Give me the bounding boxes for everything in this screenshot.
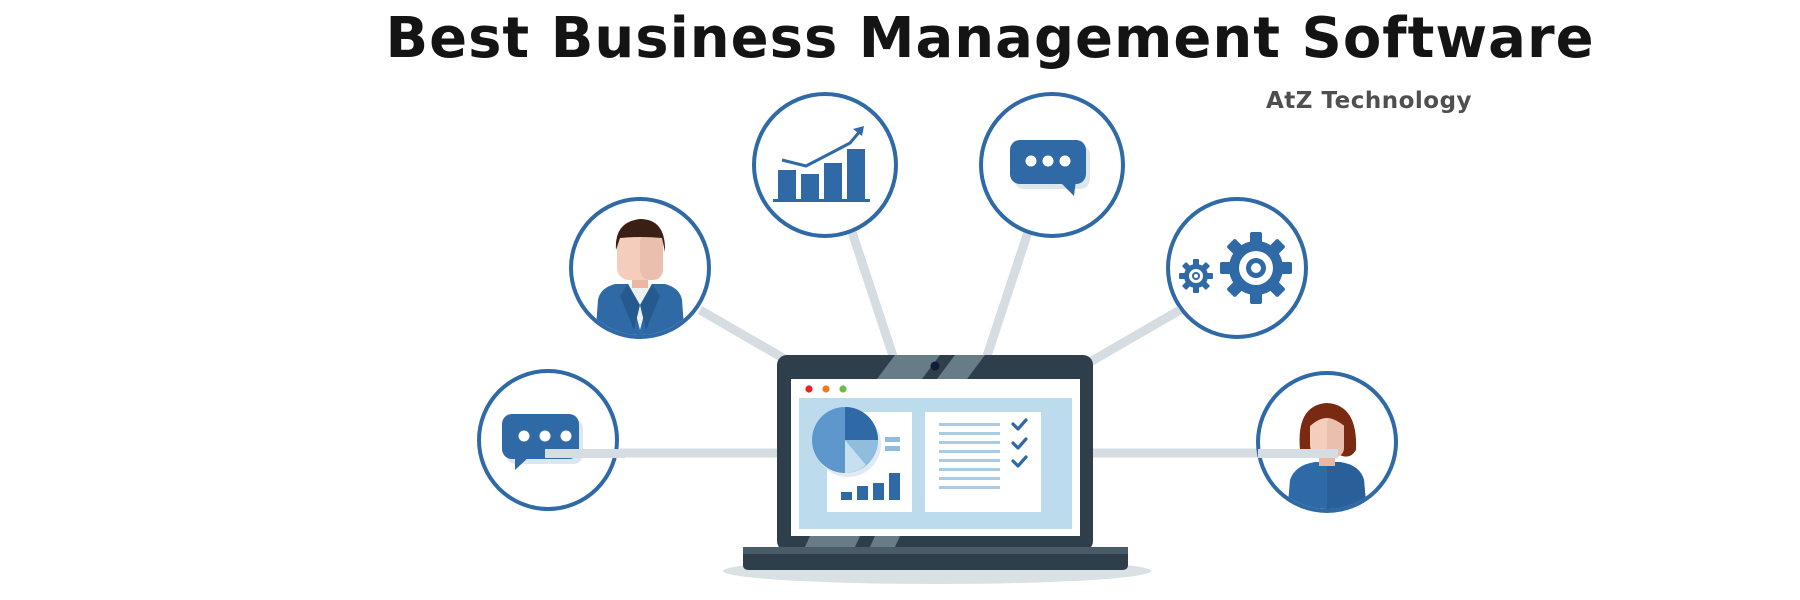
window-dot-red [805,385,813,393]
gears-icon [1179,232,1292,304]
checkmark-icons [1011,418,1028,468]
chat-bubble-icon [502,414,583,470]
node-chat-right[interactable] [979,92,1125,238]
female-user-icon [1287,403,1367,509]
connector-analytics [847,230,898,358]
text-lines [939,423,1000,489]
legend-bar [885,437,900,442]
node-settings[interactable] [1166,197,1308,339]
connector-user-male [697,306,793,366]
window-dot-green [839,385,847,393]
chat-bubble-icon [1010,140,1090,196]
legend-bar [885,446,900,451]
node-user-male[interactable] [569,197,711,340]
pie-chart-icon [812,407,878,473]
node-analytics[interactable] [752,92,898,238]
node-user-female[interactable] [1256,371,1398,515]
growth-chart-icon [773,126,870,202]
laptop [743,355,1128,570]
window-dot-orange [822,385,830,393]
lid-reflection [877,355,940,379]
laptop-base-top [743,547,1128,554]
lid-reflection [937,355,985,379]
webcam-icon [930,361,940,371]
male-user-icon [595,219,685,335]
node-chat-left[interactable] [477,369,625,511]
connector-settings [1087,306,1183,366]
bar-chart-icon [841,473,900,500]
bezel-reflection [870,536,900,547]
bezel-reflection [805,536,860,547]
connector-chat-right [982,230,1033,358]
company-name: AtZ Technology [1266,88,1473,114]
page-title: Best Business Management Software [385,6,1595,71]
